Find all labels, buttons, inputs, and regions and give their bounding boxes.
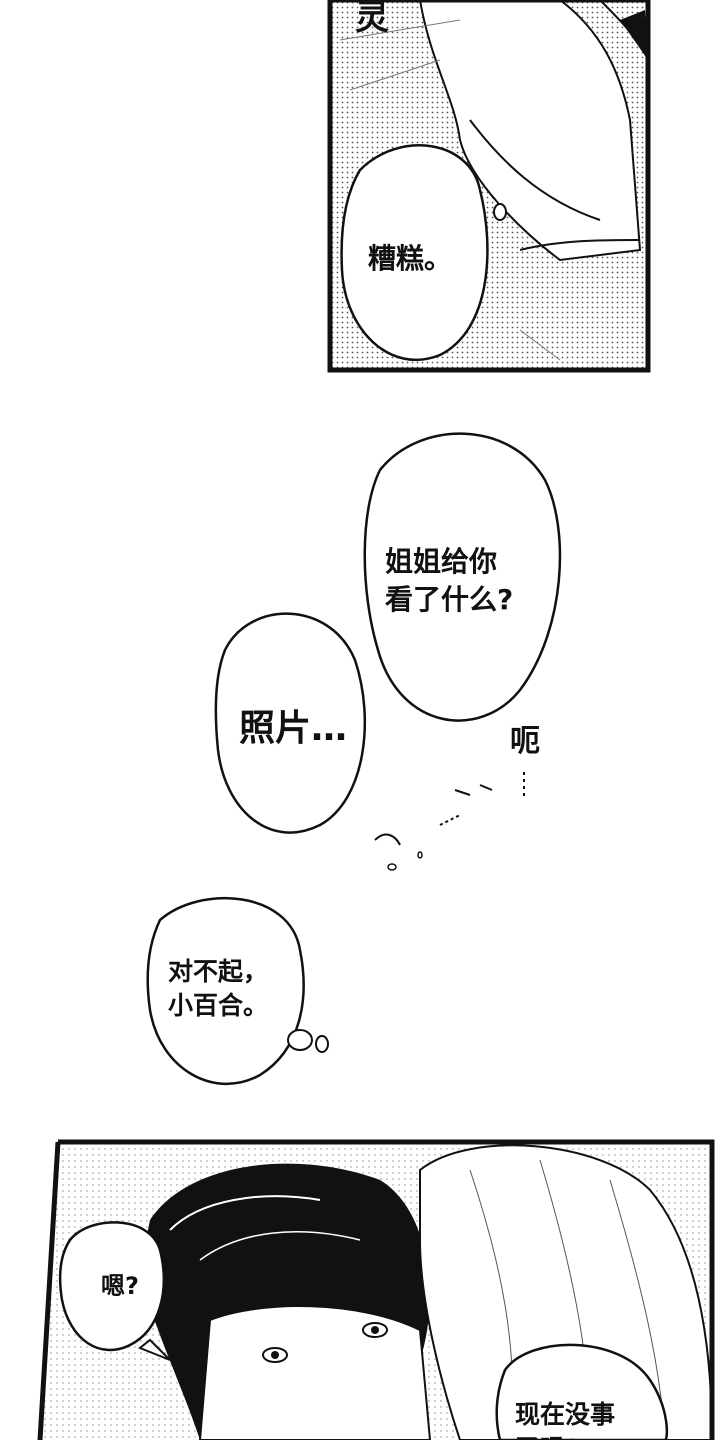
speech-bubble-3 [214,612,366,834]
bottom-panel-border [37,1139,715,1440]
speech-bubble-4 [146,896,305,1085]
speech-bubble-5 [58,1221,165,1352]
speech-bubble-1 [340,144,489,361]
speech-bubble-2 [363,432,562,722]
speech-bubble-4-text: 对不起， 小百合。 [168,957,269,1020]
speech-bubble-1-text: 糟糕。 [367,242,452,275]
speech-bubble-3-text: 照片… [238,708,347,749]
speech-bubble-2-text: 姐姐给你 看了什么? [385,545,514,616]
sfx-top: 灵 [355,0,389,38]
sfx-middle: 呃 [510,724,540,759]
speech-bubble-5-text: 嗯? [101,1272,139,1300]
speech-bubble-6 [495,1343,669,1440]
speech-bubble-6-text: 现在没事 了吗? [515,1400,616,1440]
top-panel-border [327,0,651,373]
